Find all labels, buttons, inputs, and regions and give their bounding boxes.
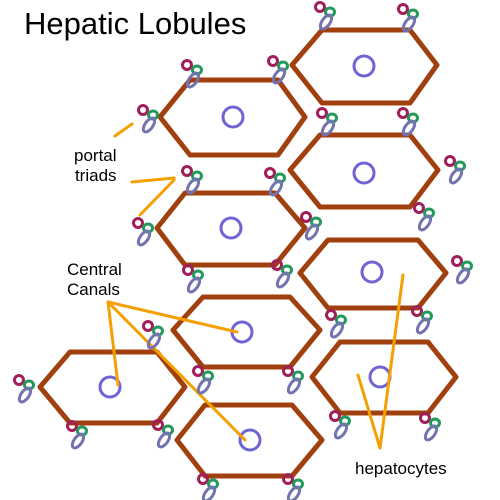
portal-triad <box>419 412 441 444</box>
lobule-hexagon <box>37 349 188 426</box>
central-vein-circle <box>221 105 245 129</box>
lobule-hexagon <box>154 190 308 268</box>
lobule-hexagon <box>297 237 449 311</box>
central-label-line: Central <box>67 260 122 279</box>
lobules-group <box>37 27 459 479</box>
central-vein-circle <box>238 428 262 452</box>
portal-leader-line <box>130 176 176 184</box>
central-vein-circle <box>352 54 376 78</box>
portal-triad <box>411 305 433 337</box>
portal-leader-line <box>138 178 176 217</box>
portal-triad <box>13 374 35 406</box>
lobule-hexagon <box>289 27 440 106</box>
portal-triad <box>282 365 304 397</box>
portal-triad <box>451 255 473 287</box>
portal-triad <box>314 1 336 33</box>
central-leader-line <box>106 300 120 387</box>
portal-label-line: triads <box>74 166 117 185</box>
portal-triad <box>325 309 347 341</box>
diagram-title: Hepatic Lobules <box>24 6 247 41</box>
central-vein-circle <box>360 260 384 284</box>
portal-triad <box>444 155 466 187</box>
leader-lines-group <box>106 122 405 450</box>
central-vein-circle <box>219 216 243 240</box>
central-vein-circle <box>352 161 376 185</box>
portal-triad <box>132 217 154 249</box>
central-leader-line <box>106 300 247 442</box>
hepatocytes-leader-line <box>378 273 405 450</box>
lobule-hexagon <box>287 132 441 210</box>
portal-triad <box>182 264 204 296</box>
hepatocytes-label: hepatocytes <box>355 459 447 478</box>
lobule-hexagon <box>170 294 323 370</box>
portal-label-line: portal <box>74 146 117 165</box>
portal-leader-line <box>113 122 134 138</box>
lobule-hexagon <box>309 339 459 416</box>
central-label-line: Canals <box>67 280 120 299</box>
lobule-hexagon <box>174 402 325 479</box>
portal-triad <box>66 420 88 452</box>
central-canals-label: Central Canals <box>67 260 122 300</box>
portal-triad <box>413 202 435 234</box>
portal-triad <box>142 320 164 352</box>
portal-triads-label: portal triads <box>74 146 117 186</box>
lobule-hexagon <box>157 77 308 158</box>
hepatocytes-leader-line <box>356 373 382 450</box>
central-leader-line <box>106 300 239 334</box>
portal-triad <box>137 104 159 136</box>
central-vein-circle <box>98 375 122 399</box>
portal-triad <box>329 410 351 442</box>
